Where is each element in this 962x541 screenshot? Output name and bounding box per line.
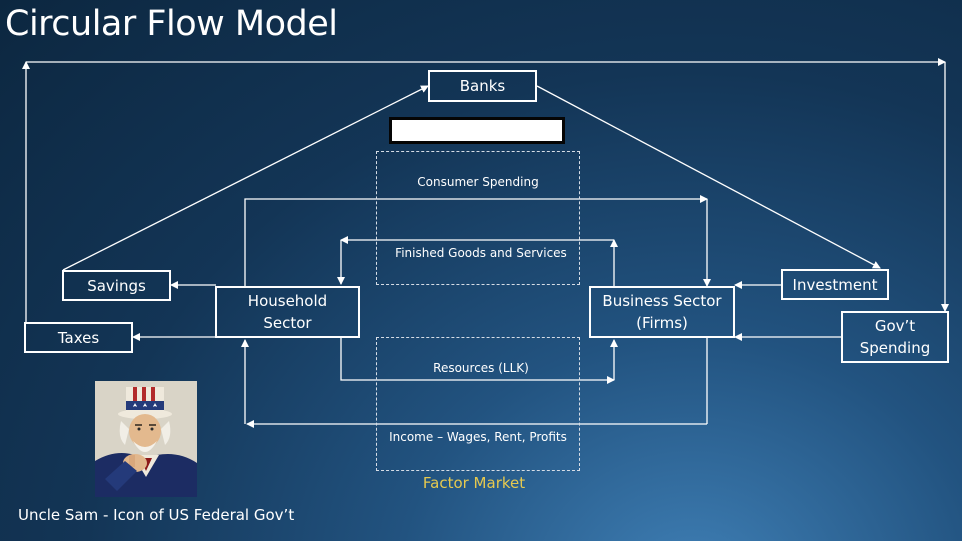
household-line-2: Sector: [263, 314, 312, 332]
factor-market-region: [376, 337, 580, 471]
resources-arrow: [340, 338, 615, 384]
taxes-box: Taxes: [24, 322, 133, 353]
govt-spending-box: Gov’t Spending: [841, 311, 949, 363]
banks-to-investment-arrow: [536, 85, 881, 269]
slide-title: Circular Flow Model: [5, 4, 338, 44]
uncle-sam-portrait: [95, 381, 197, 497]
consumer-spending-label: Consumer Spending: [417, 175, 539, 189]
investment-box: Investment: [781, 269, 889, 300]
product-market-region: [376, 151, 580, 285]
factor-market-label: Factor Market: [422, 474, 526, 492]
business-sector-box: Business Sector (Firms): [589, 286, 735, 338]
income-label: Income – Wages, Rent, Profits: [389, 430, 567, 444]
portrait-caption: Uncle Sam - Icon of US Federal Gov’t: [18, 506, 295, 524]
household-sector-box: Household Sector: [215, 286, 360, 338]
business-line-2: (Firms): [636, 314, 688, 332]
consumer-spending-arrow: [244, 195, 708, 286]
savings-to-banks-arrow: [62, 85, 429, 271]
savings-box: Savings: [62, 270, 171, 301]
resources-label: Resources (LLK): [433, 361, 529, 375]
household-line-1: Household: [247, 292, 328, 310]
banks-box: Banks: [428, 70, 537, 102]
govt-line-1: Gov’t: [874, 317, 916, 335]
govt-line-2: Spending: [859, 339, 931, 357]
finished-goods-label: Finished Goods and Services: [395, 246, 567, 260]
business-line-1: Business Sector: [602, 292, 722, 310]
blank-label-box: [389, 117, 565, 144]
